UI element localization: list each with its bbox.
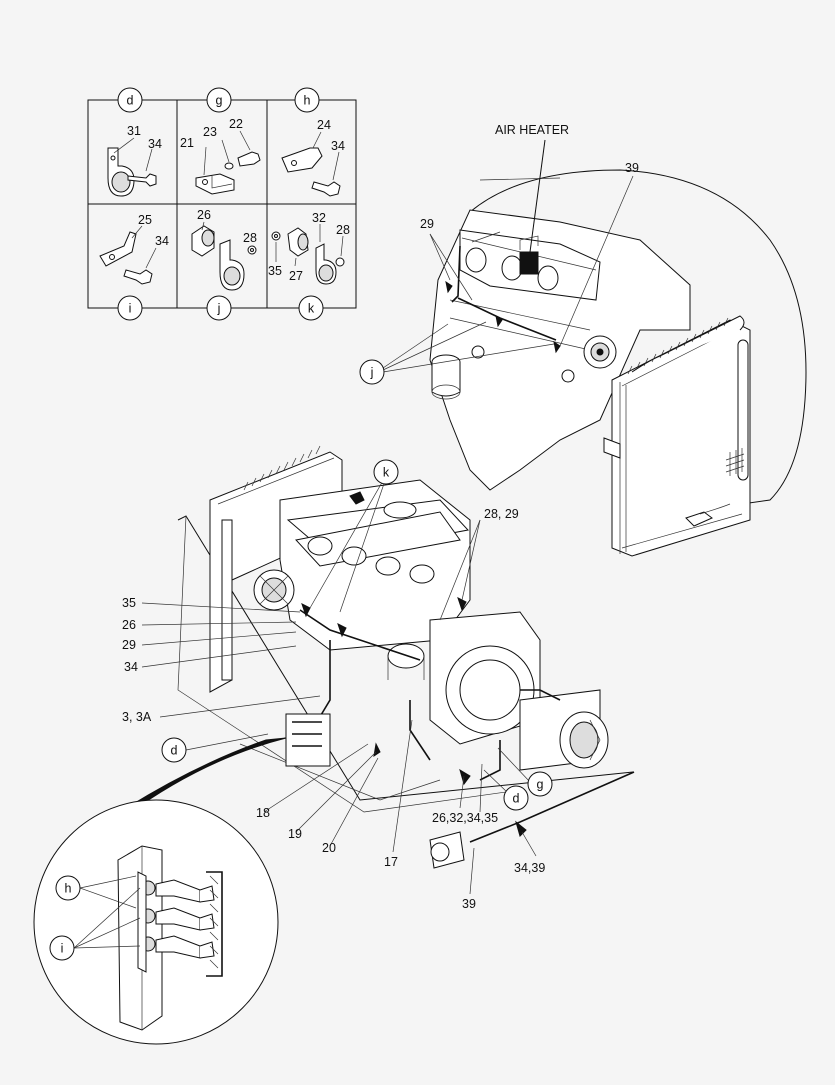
callout-d2: d [513, 792, 520, 806]
label-29-top: 29 [420, 217, 434, 231]
label-35-main: 35 [122, 596, 136, 610]
label-34-d: 34 [148, 137, 162, 151]
label-28-29: 28, 29 [484, 507, 519, 521]
label-34-39: 34,39 [514, 861, 545, 875]
cell-g-bracket [195, 130, 261, 195]
callout-i-zoom-circle [49, 935, 75, 961]
label-32: 32 [312, 211, 326, 225]
callout-i: i [129, 302, 132, 316]
label-27: 27 [289, 269, 303, 283]
label-26: 26 [197, 208, 211, 222]
engine-view-top [382, 139, 807, 557]
label-air-heater: AIR HEATER [495, 123, 569, 137]
label-17: 17 [384, 855, 398, 869]
label-24: 24 [317, 118, 331, 132]
radiator-fins-main [243, 445, 321, 491]
label-21: 21 [180, 136, 194, 150]
label-22: 22 [229, 117, 243, 131]
zoom-detail [33, 799, 279, 1045]
label-23: 23 [203, 125, 217, 139]
cell-j-clip [191, 221, 257, 291]
label-19: 19 [288, 827, 302, 841]
engine-view-main [89, 445, 635, 895]
cell-d-clip [107, 137, 157, 197]
label-26-32-34-35: 26,32,34,35 [432, 811, 498, 825]
callout-d-main: d [171, 744, 178, 758]
callout-j-top: j [370, 366, 374, 380]
label-34-main: 34 [124, 660, 138, 674]
callout-k-main: k [383, 466, 390, 480]
label-25: 25 [138, 213, 152, 227]
callout-d: d [127, 94, 134, 108]
callout-j: j [217, 302, 221, 316]
clip-detail-grid: d g h i j k 31 34 [87, 87, 357, 321]
label-29-main: 29 [122, 638, 136, 652]
callout-h: h [304, 94, 311, 108]
label-34-i: 34 [155, 234, 169, 248]
label-3-3a: 3, 3A [122, 710, 152, 724]
label-39-top: 39 [625, 161, 639, 175]
callout-k-main-circle [373, 459, 399, 485]
callout-g: g [216, 94, 223, 108]
radiator-fins [627, 317, 729, 375]
cell-i-strap [99, 225, 157, 285]
label-28-k: 28 [336, 223, 350, 237]
callout-d-main-circle [161, 737, 187, 763]
label-35-k: 35 [268, 264, 282, 278]
callout-h-zoom: h [65, 882, 72, 896]
cell-h-strap [281, 131, 341, 197]
label-39-main: 39 [462, 897, 476, 911]
label-31: 31 [127, 124, 141, 138]
callout-g-main: g [537, 778, 544, 792]
callout-h-zoom-circle [55, 875, 81, 901]
callout-k: k [308, 302, 315, 316]
callout-g-main-circle [527, 771, 553, 797]
label-20: 20 [322, 841, 336, 855]
label-28-j: 28 [243, 231, 257, 245]
label-34-h: 34 [331, 139, 345, 153]
callout-d2-circle [503, 785, 529, 811]
cell-k-clip [271, 224, 345, 285]
callout-i-zoom: i [61, 942, 64, 956]
callout-j-top-circle [359, 359, 385, 385]
label-18: 18 [256, 806, 270, 820]
label-26-main: 26 [122, 618, 136, 632]
